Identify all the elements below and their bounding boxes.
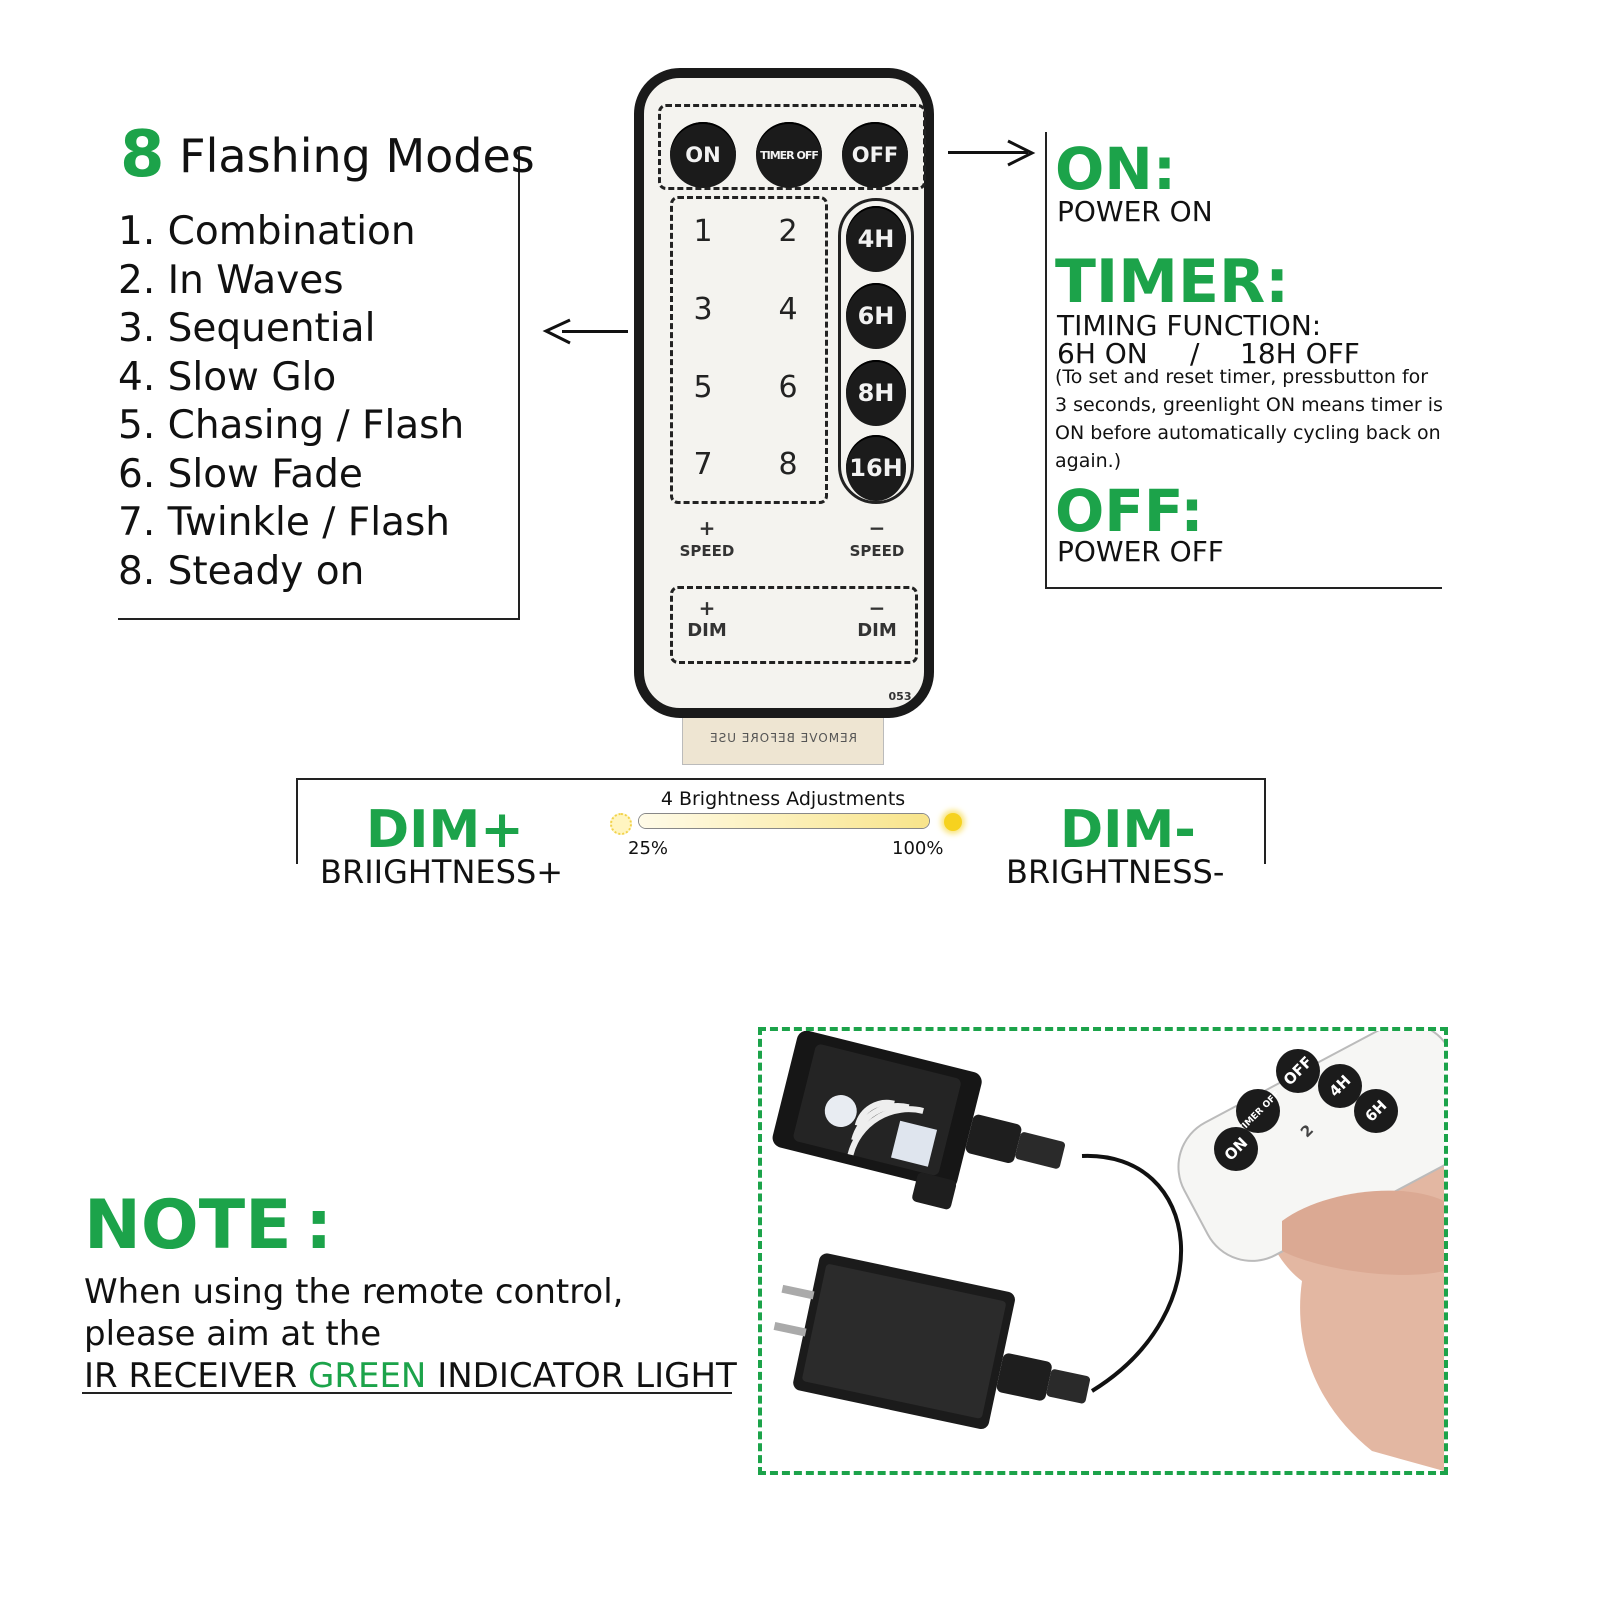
mode-key-6[interactable]: 6 [778,370,798,405]
mode-key-3[interactable]: 3 [693,292,713,327]
timer-off-button[interactable]: TIMER OFF [756,122,822,188]
dim-minus-sign: − [868,596,886,620]
timer-description: TIMING FUNCTION: [1057,309,1322,342]
dim-sun-icon [610,813,632,835]
remove-tab-label: REMOVE BEFORE USE [682,718,884,765]
top-buttons-group [658,104,926,190]
photo-frame [758,1027,1448,1475]
left-arrow-line [562,330,628,333]
receiver-photo: OFF 4H TIMER OFF 6H ON 2 [772,1031,1444,1471]
brightness-title: 4 Brightness Adjustments [660,788,906,810]
modes-panel-border [118,150,520,620]
timer-note: (To set and reset timer, pressbutton for… [1055,366,1443,472]
mode-item: 7. Twinkle / Flash [118,500,450,545]
bright-sun-icon [944,813,962,831]
dim-minus-heading: DIM- [1060,800,1196,860]
note-heading: NOTE : [84,1186,333,1265]
timer-separator: / [1190,337,1200,370]
note-line-3: IR RECEIVER GREEN INDICATOR LIGHT [84,1356,737,1396]
off-description: POWER OFF [1057,535,1224,568]
mode-key-5[interactable]: 5 [693,370,713,405]
dim-plus-button[interactable]: DIM [687,620,727,641]
model-number: 053 [888,690,912,703]
dim-minus-button[interactable]: DIM [857,620,897,641]
on-description: POWER ON [1057,195,1213,228]
timer-buttons-group [838,198,914,504]
left-arrow-icon [542,318,571,345]
brightness-high-label: 100% [892,838,944,859]
mode-item: 1. Combination [118,209,416,254]
note-line-2: please aim at the [84,1314,382,1354]
info-panel-border [1045,132,1442,589]
ir-receiver-box [772,1031,1066,1210]
modes-count: 8 [120,118,165,192]
mode-key-8[interactable]: 8 [778,447,798,482]
speed-plus-sign: + [698,516,716,540]
timer-on-duration: 6H ON [1057,337,1148,370]
brightness-panel [296,778,1266,864]
mode-item: 5. Chasing / Flash [118,403,465,448]
brightness-plus-label: BRIIGHTNESS+ [320,853,564,891]
right-arrow-line [948,151,1028,154]
timer-4h-button[interactable]: 4H [846,206,906,272]
brightness-minus-label: BRIGHTNESS- [1006,853,1225,891]
timer-heading: TIMER: [1055,247,1290,317]
mode-item: 6. Slow Fade [118,451,363,497]
timer-off-duration: 18H OFF [1240,337,1360,370]
mode-item: 2. In Waves [118,257,344,303]
off-heading: OFF: [1055,477,1204,545]
speed-minus-sign: − [868,516,886,540]
on-button[interactable]: ON [670,122,736,188]
mode-item: 3. Sequential [118,306,376,351]
right-arrow-icon [1007,139,1036,167]
brightness-low-label: 25% [628,838,669,859]
mode-item: 8. Steady on [118,548,365,594]
mode-key-7[interactable]: 7 [693,447,713,482]
modes-title-text: Flashing Modes [179,129,535,183]
mode-item: 4. Slow Glo [118,354,337,400]
timer-8h-button[interactable]: 8H [846,360,906,426]
on-heading: ON: [1055,135,1177,203]
dim-buttons-group [670,586,918,664]
timer-16h-button[interactable]: 16H [846,435,906,501]
speed-plus-label[interactable]: SPEED [679,542,735,560]
dim-plus-sign: + [698,596,716,620]
modes-title: 8 Flashing Modes [120,118,535,192]
note-indicator-light: INDICATOR LIGHT [437,1356,737,1396]
power-adapter [773,1253,1091,1429]
mode-keys-group [670,196,828,504]
note-green-word: GREEN [308,1356,438,1396]
note-ir-receiver: IR RECEIVER [84,1356,308,1396]
cable [1081,1153,1184,1393]
modes-list: 1. Combination 2. In Waves 3. Sequential… [118,208,464,596]
off-button[interactable]: OFF [842,122,908,188]
note-underline [82,1392,732,1394]
dim-plus-heading: DIM+ [366,800,524,860]
mode-key-2[interactable]: 2 [778,214,798,249]
timer-6h-button[interactable]: 6H [846,283,906,349]
mode-key-1[interactable]: 1 [693,214,713,249]
speed-minus-label[interactable]: SPEED [849,542,905,560]
thumb [1282,1190,1444,1275]
note-line-1: When using the remote control, [84,1272,624,1312]
mode-key-4[interactable]: 4 [778,292,798,327]
brightness-bar [638,813,930,829]
brightness-bar-fill [639,814,929,828]
